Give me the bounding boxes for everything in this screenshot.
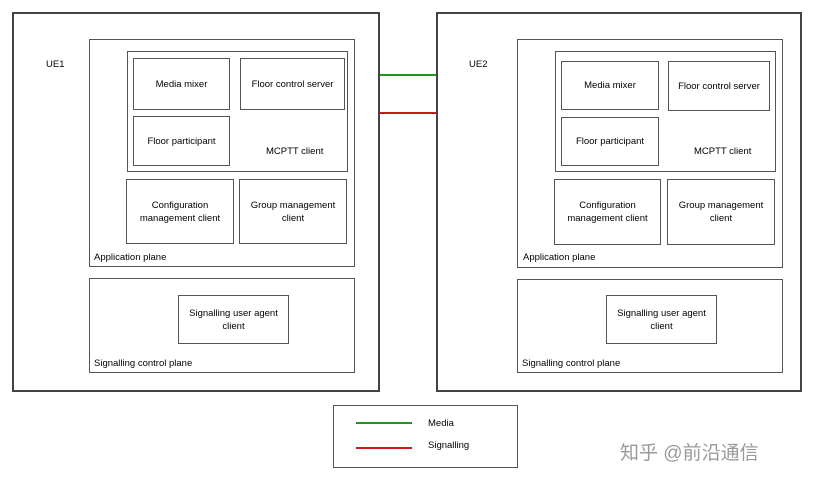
ue1-signalling-user-agent-client: Signalling user agent client: [178, 295, 289, 344]
ue2-signalling-control-plane: [517, 279, 783, 373]
ue1-label: UE1: [46, 59, 65, 70]
ue2-floor-participant: Floor participant: [561, 117, 659, 166]
ue1-mcptt-client-label: MCPTT client: [266, 146, 324, 157]
ue2-media-mixer: Media mixer: [561, 61, 659, 110]
ue1-application-plane-label: Application plane: [94, 252, 167, 263]
legend-signalling-label: Signalling: [428, 440, 470, 451]
legend-signalling-swatch: [356, 447, 412, 449]
signalling-connection-line: [380, 112, 436, 114]
ue2-configuration-management-client: Configuration management client: [554, 179, 661, 245]
legend: [333, 405, 518, 468]
ue1-configuration-management-client: Configuration management client: [126, 179, 234, 244]
ue1-floor-participant: Floor participant: [133, 116, 230, 166]
legend-media-label: Media: [428, 418, 454, 429]
ue2-label: UE2: [469, 59, 488, 70]
watermark-text: 知乎 @前沿通信: [620, 443, 759, 464]
ue2-signalling-user-agent-client: Signalling user agent client: [606, 295, 717, 344]
ue2-signalling-control-plane-label: Signalling control plane: [522, 358, 621, 369]
ue1-group-management-client: Group management client: [239, 179, 347, 244]
ue1-floor-control-server: Floor control server: [240, 58, 345, 110]
media-connection-line: [380, 74, 436, 76]
ue1-media-mixer: Media mixer: [133, 58, 230, 110]
legend-media-swatch: [356, 422, 412, 424]
ue2-application-plane-label: Application plane: [523, 252, 596, 263]
ue2-floor-control-server: Floor control server: [668, 61, 770, 111]
ue2-mcptt-client-label: MCPTT client: [694, 146, 752, 157]
ue1-signalling-control-plane-label: Signalling control plane: [94, 358, 193, 369]
ue2-group-management-client: Group management client: [667, 179, 775, 245]
